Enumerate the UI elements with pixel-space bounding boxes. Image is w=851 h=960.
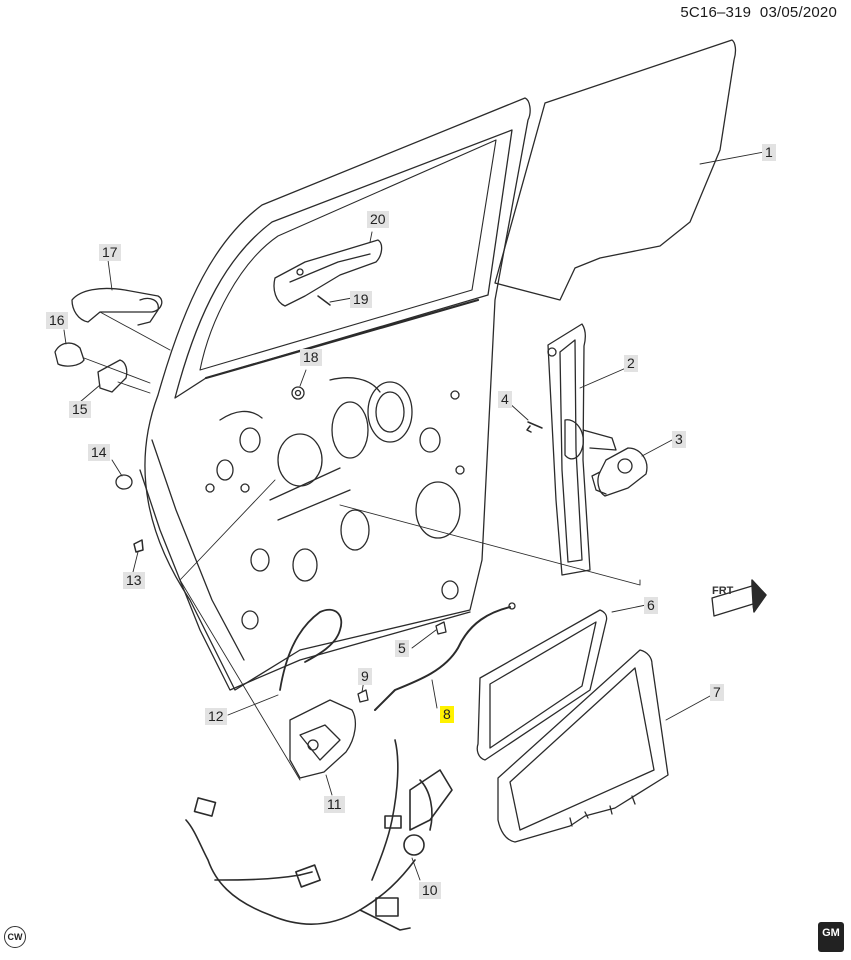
diagram-header: 5C16–319 03/05/2020 (680, 4, 837, 21)
grommet (291, 386, 305, 400)
nut-5 (435, 621, 447, 635)
leader-lines (63, 151, 765, 881)
front-direction-arrow (711, 579, 767, 617)
callout-11: 11 (324, 796, 345, 813)
callout-8: 8 (440, 706, 454, 723)
wiring-harness (185, 739, 453, 931)
callout-3: 3 (672, 431, 686, 448)
front-label: FRT (712, 585, 734, 597)
door-shell (139, 97, 531, 691)
plug (115, 474, 133, 490)
gm-logo: GM (818, 922, 844, 952)
handle-cap (54, 342, 85, 367)
callout-10: 10 (419, 882, 441, 899)
window-glass (494, 39, 737, 301)
callout-5: 5 (395, 640, 409, 657)
clip-9 (357, 689, 369, 703)
callout-1: 1 (762, 144, 776, 161)
callout-9: 9 (358, 668, 372, 685)
window-regulator (547, 323, 617, 576)
callout-12: 12 (205, 708, 227, 725)
callout-14: 14 (88, 444, 110, 461)
callout-19: 19 (350, 291, 372, 308)
callout-18: 18 (300, 349, 322, 366)
cw-badge: CW (4, 926, 26, 948)
callout-4: 4 (498, 391, 512, 408)
regulator-motor (591, 447, 648, 497)
callout-20: 20 (367, 211, 389, 228)
callout-7: 7 (710, 684, 724, 701)
outside-handle (71, 287, 163, 326)
release-cable-12 (279, 608, 343, 691)
callout-6: 6 (644, 597, 658, 614)
callout-15: 15 (69, 401, 91, 418)
bolt-13 (133, 539, 144, 553)
cable-end-19 (317, 295, 331, 306)
callout-17: 17 (99, 244, 121, 261)
water-deflector (476, 609, 608, 761)
callout-13: 13 (123, 572, 145, 589)
sound-barrier (497, 649, 669, 843)
doc-id: 5C16–319 (680, 4, 752, 21)
bolt-4 (526, 421, 543, 433)
doc-date: 03/05/2020 (759, 4, 837, 21)
door-latch (289, 699, 357, 779)
callout-16: 16 (46, 312, 68, 329)
release-cable-8 (374, 606, 511, 711)
callout-2: 2 (624, 355, 638, 372)
handle-bezel (97, 359, 128, 393)
inside-handle (273, 239, 383, 307)
